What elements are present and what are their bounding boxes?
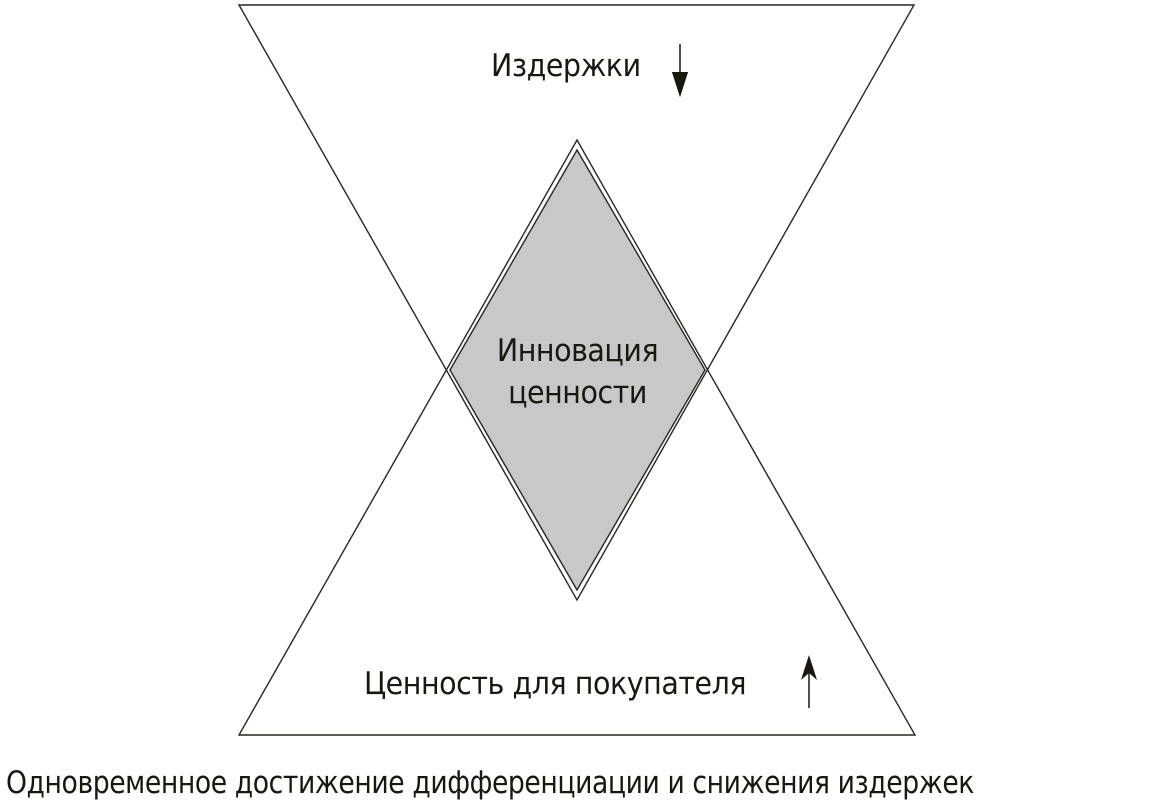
value-innovation-label-line1: Инновация	[496, 333, 659, 369]
buyer-value-label: Ценность для покупателя	[364, 666, 747, 702]
buyer-value-triangle	[237, 138, 917, 736]
diagram-caption: Одновременное достижение дифференциации …	[6, 765, 974, 801]
costs-triangle	[237, 4, 916, 602]
arrow-down-icon	[672, 44, 688, 97]
arrow-up-icon	[801, 655, 817, 708]
costs-label: Издержки	[491, 48, 641, 84]
value-innovation-label-line2: ценности	[508, 375, 647, 411]
value-innovation-diamond	[449, 148, 706, 592]
value-innovation-label: Инновация ценности	[451, 330, 704, 414]
